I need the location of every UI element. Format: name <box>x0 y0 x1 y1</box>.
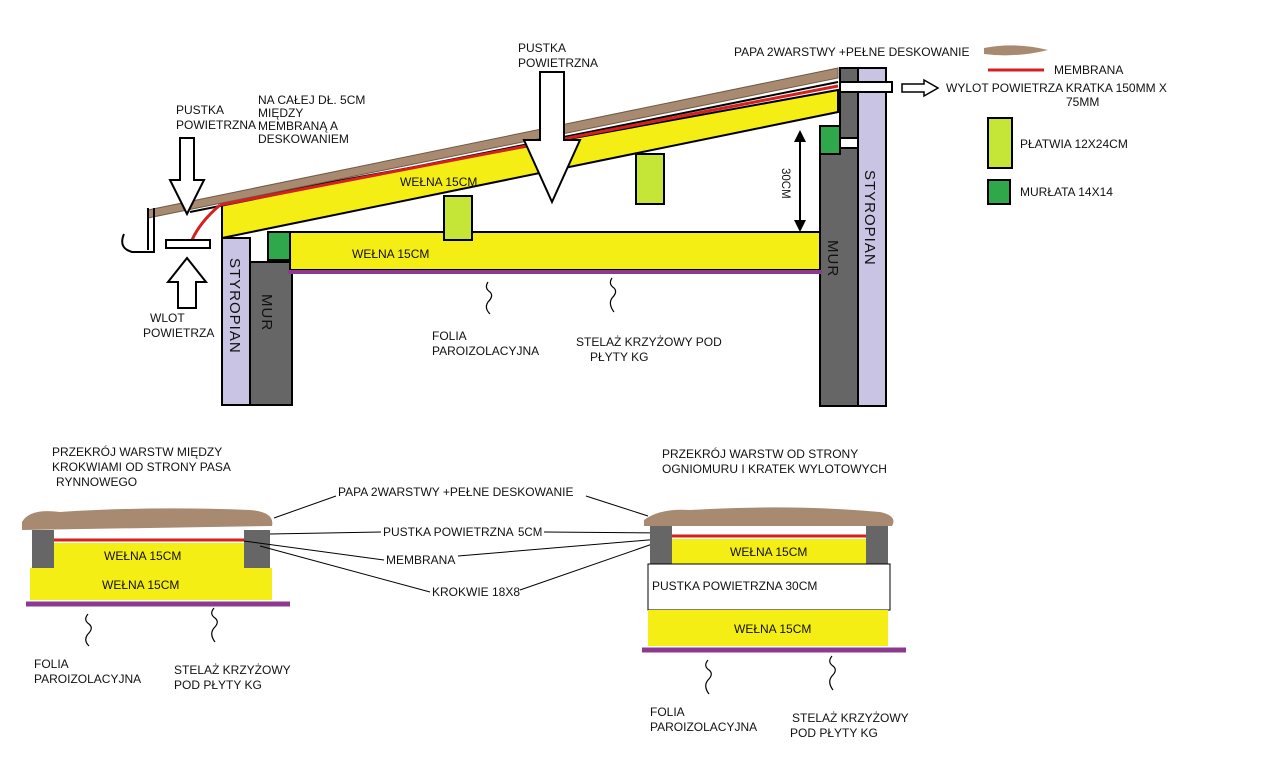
center-rafters-leader-right <box>519 539 665 591</box>
gutter <box>121 208 155 253</box>
detail-left-wool2 <box>30 568 272 600</box>
detail-left-wool2-label: WEŁNA 15CM <box>102 578 179 592</box>
inlet-arrow <box>165 256 209 309</box>
styrofoam-right <box>857 67 887 407</box>
detail-center-labels: PAPA 2WARSTWY +PEŁNE DESKOWANIE PUSTKA P… <box>243 485 673 599</box>
center-rafters-label: KROKWIE 18X8 <box>432 585 520 599</box>
detail-left-rafter-left <box>32 530 54 568</box>
slope-wool <box>221 88 839 240</box>
legend-roofing-label: PAPA 2WARSTWY +PEŁNE DESKOWANIE <box>734 45 970 59</box>
center-roofing-leader-right <box>585 495 649 517</box>
center-air-gap-leader-left <box>269 531 382 535</box>
legend: PAPA 2WARSTWY +PEŁNE DESKOWANIE MEMBRANA… <box>734 45 1128 205</box>
wall-left-label: MUR <box>258 294 275 331</box>
detail-left-wool1 <box>54 543 244 568</box>
detail-right-wool1 <box>672 539 866 564</box>
inlet-grille <box>165 239 211 249</box>
legend-wallplate-label: MURŁATA 14X14 <box>1020 185 1113 199</box>
roof-felt <box>147 67 839 219</box>
legend-purlin-label: PŁATWIA 12X24CM <box>1020 137 1128 151</box>
detail-left-rafter-right <box>244 530 270 568</box>
detail-right-wool2-label: WEŁNA 15CM <box>734 622 811 636</box>
gap-dimension-arrow-bottom <box>794 220 806 232</box>
wallplate-left <box>267 231 291 261</box>
detail-left-wool1-label: WEŁNA 15CM <box>104 549 181 563</box>
outlet-grille <box>839 81 893 93</box>
wall-left <box>249 261 293 406</box>
air-gap-arrow-top <box>522 71 582 205</box>
center-air-gap-label: PUSTKA POWIETRZNA <box>383 525 514 539</box>
frame-pointer <box>609 277 617 313</box>
detail-left-felt <box>22 508 273 530</box>
center-rafters-leader-left <box>259 545 431 593</box>
gap-dimension-label: 30CM <box>779 168 791 199</box>
purlin-2 <box>635 153 665 205</box>
ceiling-wool-label: WEŁNA 15CM <box>352 247 429 261</box>
wall-right-label: MUR <box>824 240 841 277</box>
legend-membrane-label: MEMBRANA <box>1054 63 1123 77</box>
center-membrane-leader-right <box>457 537 673 557</box>
legend-wallplate-swatch <box>987 179 1011 205</box>
detail-right-frame-pointer <box>829 655 836 691</box>
styrofoam-left-label: STYROPIAN <box>226 258 243 354</box>
detail-right-wool1-label: WEŁNA 15CM <box>730 545 807 559</box>
air-gap-arrow-left <box>168 137 206 217</box>
detail-right-felt <box>644 507 894 526</box>
outlet-arrow <box>901 78 940 98</box>
styrofoam-left <box>221 237 251 406</box>
wall-right <box>819 147 859 407</box>
center-air-gap-leader-right <box>543 531 671 534</box>
foil-pointer <box>485 281 493 315</box>
center-roofing-leader-left <box>273 495 337 519</box>
membrane-eave <box>190 203 221 241</box>
detail-right-wool2 <box>648 610 888 646</box>
gap-dimension-arrow-top <box>794 130 806 142</box>
detail-right-air-gap-label: PUSTKA POWIETRZNA 30CM <box>652 579 817 593</box>
detail-right-rafter-right <box>866 526 888 564</box>
center-membrane-label: MEMBRANA <box>386 553 455 567</box>
detail-left-foil-pointer <box>85 613 92 647</box>
styrofoam-right-label: STYROPIAN <box>861 170 878 266</box>
purlin-1 <box>443 195 473 241</box>
detail-right-air-gap <box>647 563 891 611</box>
detail-right-foil-pointer <box>705 659 712 695</box>
roof-cross-section: STYROPIAN MUR STYROPIAN MUR WEŁNA 15CM W… <box>121 41 1167 407</box>
detail-right-rafter-left <box>650 526 672 564</box>
center-membrane-leader-left <box>243 540 385 561</box>
legend-purlin-swatch <box>987 117 1013 169</box>
slope-wool-label: WEŁNA 15CM <box>400 175 477 189</box>
detail-left-frame-pointer <box>211 607 218 643</box>
center-roofing-label: PAPA 2WARSTWY +PEŁNE DESKOWANIE <box>338 485 574 499</box>
wallplate-right <box>819 125 841 155</box>
legend-roofing-swatch <box>984 45 1048 56</box>
center-gap-size-label: 5CM <box>518 527 542 539</box>
